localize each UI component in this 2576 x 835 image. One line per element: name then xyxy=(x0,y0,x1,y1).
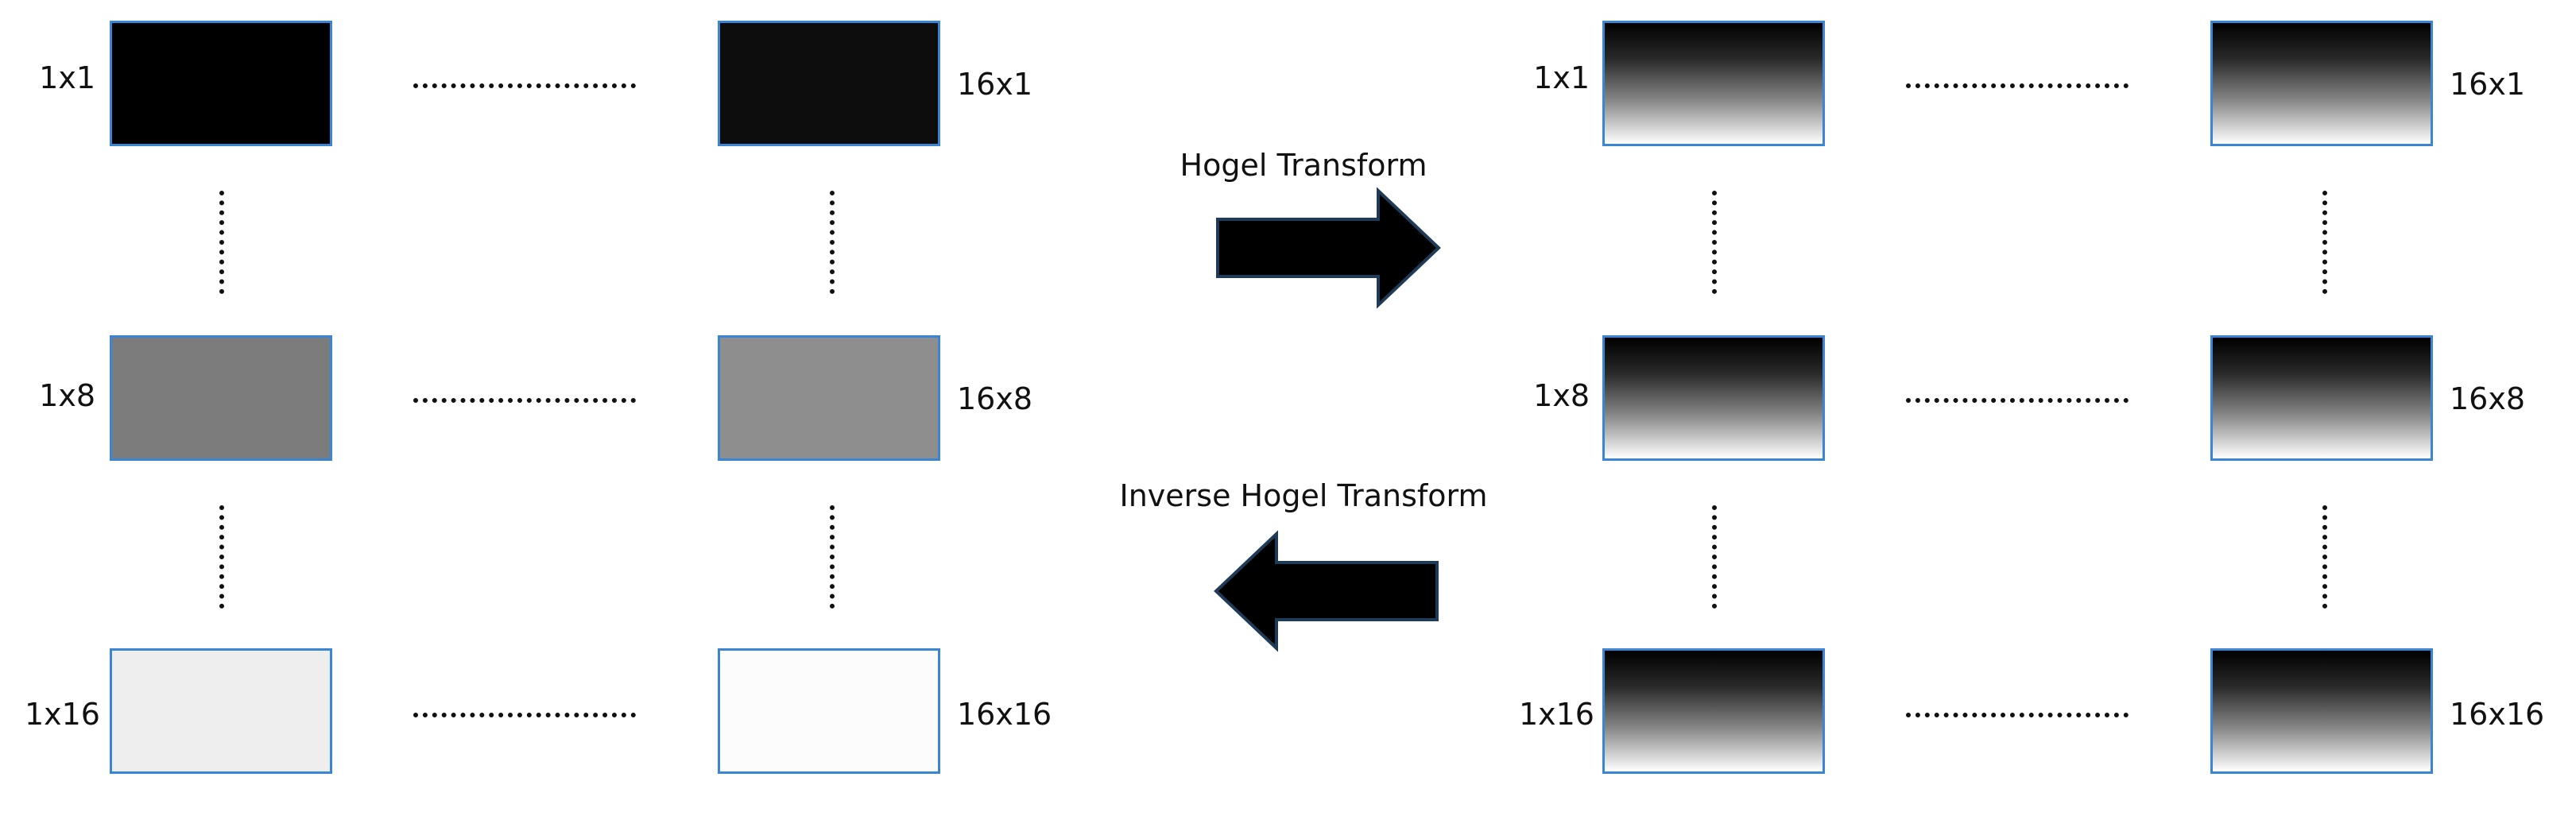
column-ellipsis xyxy=(2322,191,2327,294)
left-grid-label-1x8: 1x8 xyxy=(39,378,95,413)
left-grid-tile-16x8 xyxy=(718,335,940,461)
right-grid-label-1x1: 1x1 xyxy=(1533,60,1590,95)
column-ellipsis xyxy=(2322,505,2327,609)
right-grid-label-1x16: 1x16 xyxy=(1518,697,1594,732)
left-grid-label-16x16: 16x16 xyxy=(957,697,1052,732)
column-ellipsis xyxy=(1712,505,1717,609)
column-ellipsis xyxy=(1712,191,1717,294)
right-grid-tile-16x1 xyxy=(2210,21,2433,146)
row-ellipsis xyxy=(1906,398,2129,403)
right-grid-label-1x8: 1x8 xyxy=(1533,378,1590,413)
right-arrow-icon xyxy=(1216,187,1441,309)
right-grid-tile-16x8 xyxy=(2210,335,2433,461)
right-grid-tile-1x16 xyxy=(1602,648,1825,774)
left-grid-tile-1x1 xyxy=(110,21,332,146)
left-grid-label-16x1: 16x1 xyxy=(957,67,1033,102)
right-grid-label-16x8: 16x8 xyxy=(2450,381,2526,416)
inverse-hogel-transform-label: Inverse Hogel Transform xyxy=(1119,478,1488,513)
left-grid-tile-1x16 xyxy=(110,648,332,774)
row-ellipsis xyxy=(1906,713,2129,717)
row-ellipsis xyxy=(1906,83,2129,88)
left-arrow-icon xyxy=(1214,530,1439,652)
right-grid-tile-1x1 xyxy=(1602,21,1825,146)
left-grid-label-1x16: 1x16 xyxy=(24,697,100,732)
right-grid-tile-16x16 xyxy=(2210,648,2433,774)
left-grid-label-1x1: 1x1 xyxy=(39,60,95,95)
row-ellipsis xyxy=(413,398,636,403)
column-ellipsis xyxy=(830,191,835,294)
right-grid-tile-1x8 xyxy=(1602,335,1825,461)
left-grid-label-16x8: 16x8 xyxy=(957,381,1033,416)
column-ellipsis xyxy=(219,191,224,294)
column-ellipsis xyxy=(219,505,224,609)
row-ellipsis xyxy=(413,713,636,717)
column-ellipsis xyxy=(830,505,835,609)
row-ellipsis xyxy=(413,83,636,88)
left-grid-tile-1x8 xyxy=(110,335,332,461)
right-grid-label-16x16: 16x16 xyxy=(2450,697,2545,732)
left-grid-tile-16x16 xyxy=(718,648,940,774)
left-grid-tile-16x1 xyxy=(718,21,940,146)
hogel-transform-label: Hogel Transform xyxy=(1180,148,1427,183)
right-grid-label-16x1: 16x1 xyxy=(2450,67,2526,102)
